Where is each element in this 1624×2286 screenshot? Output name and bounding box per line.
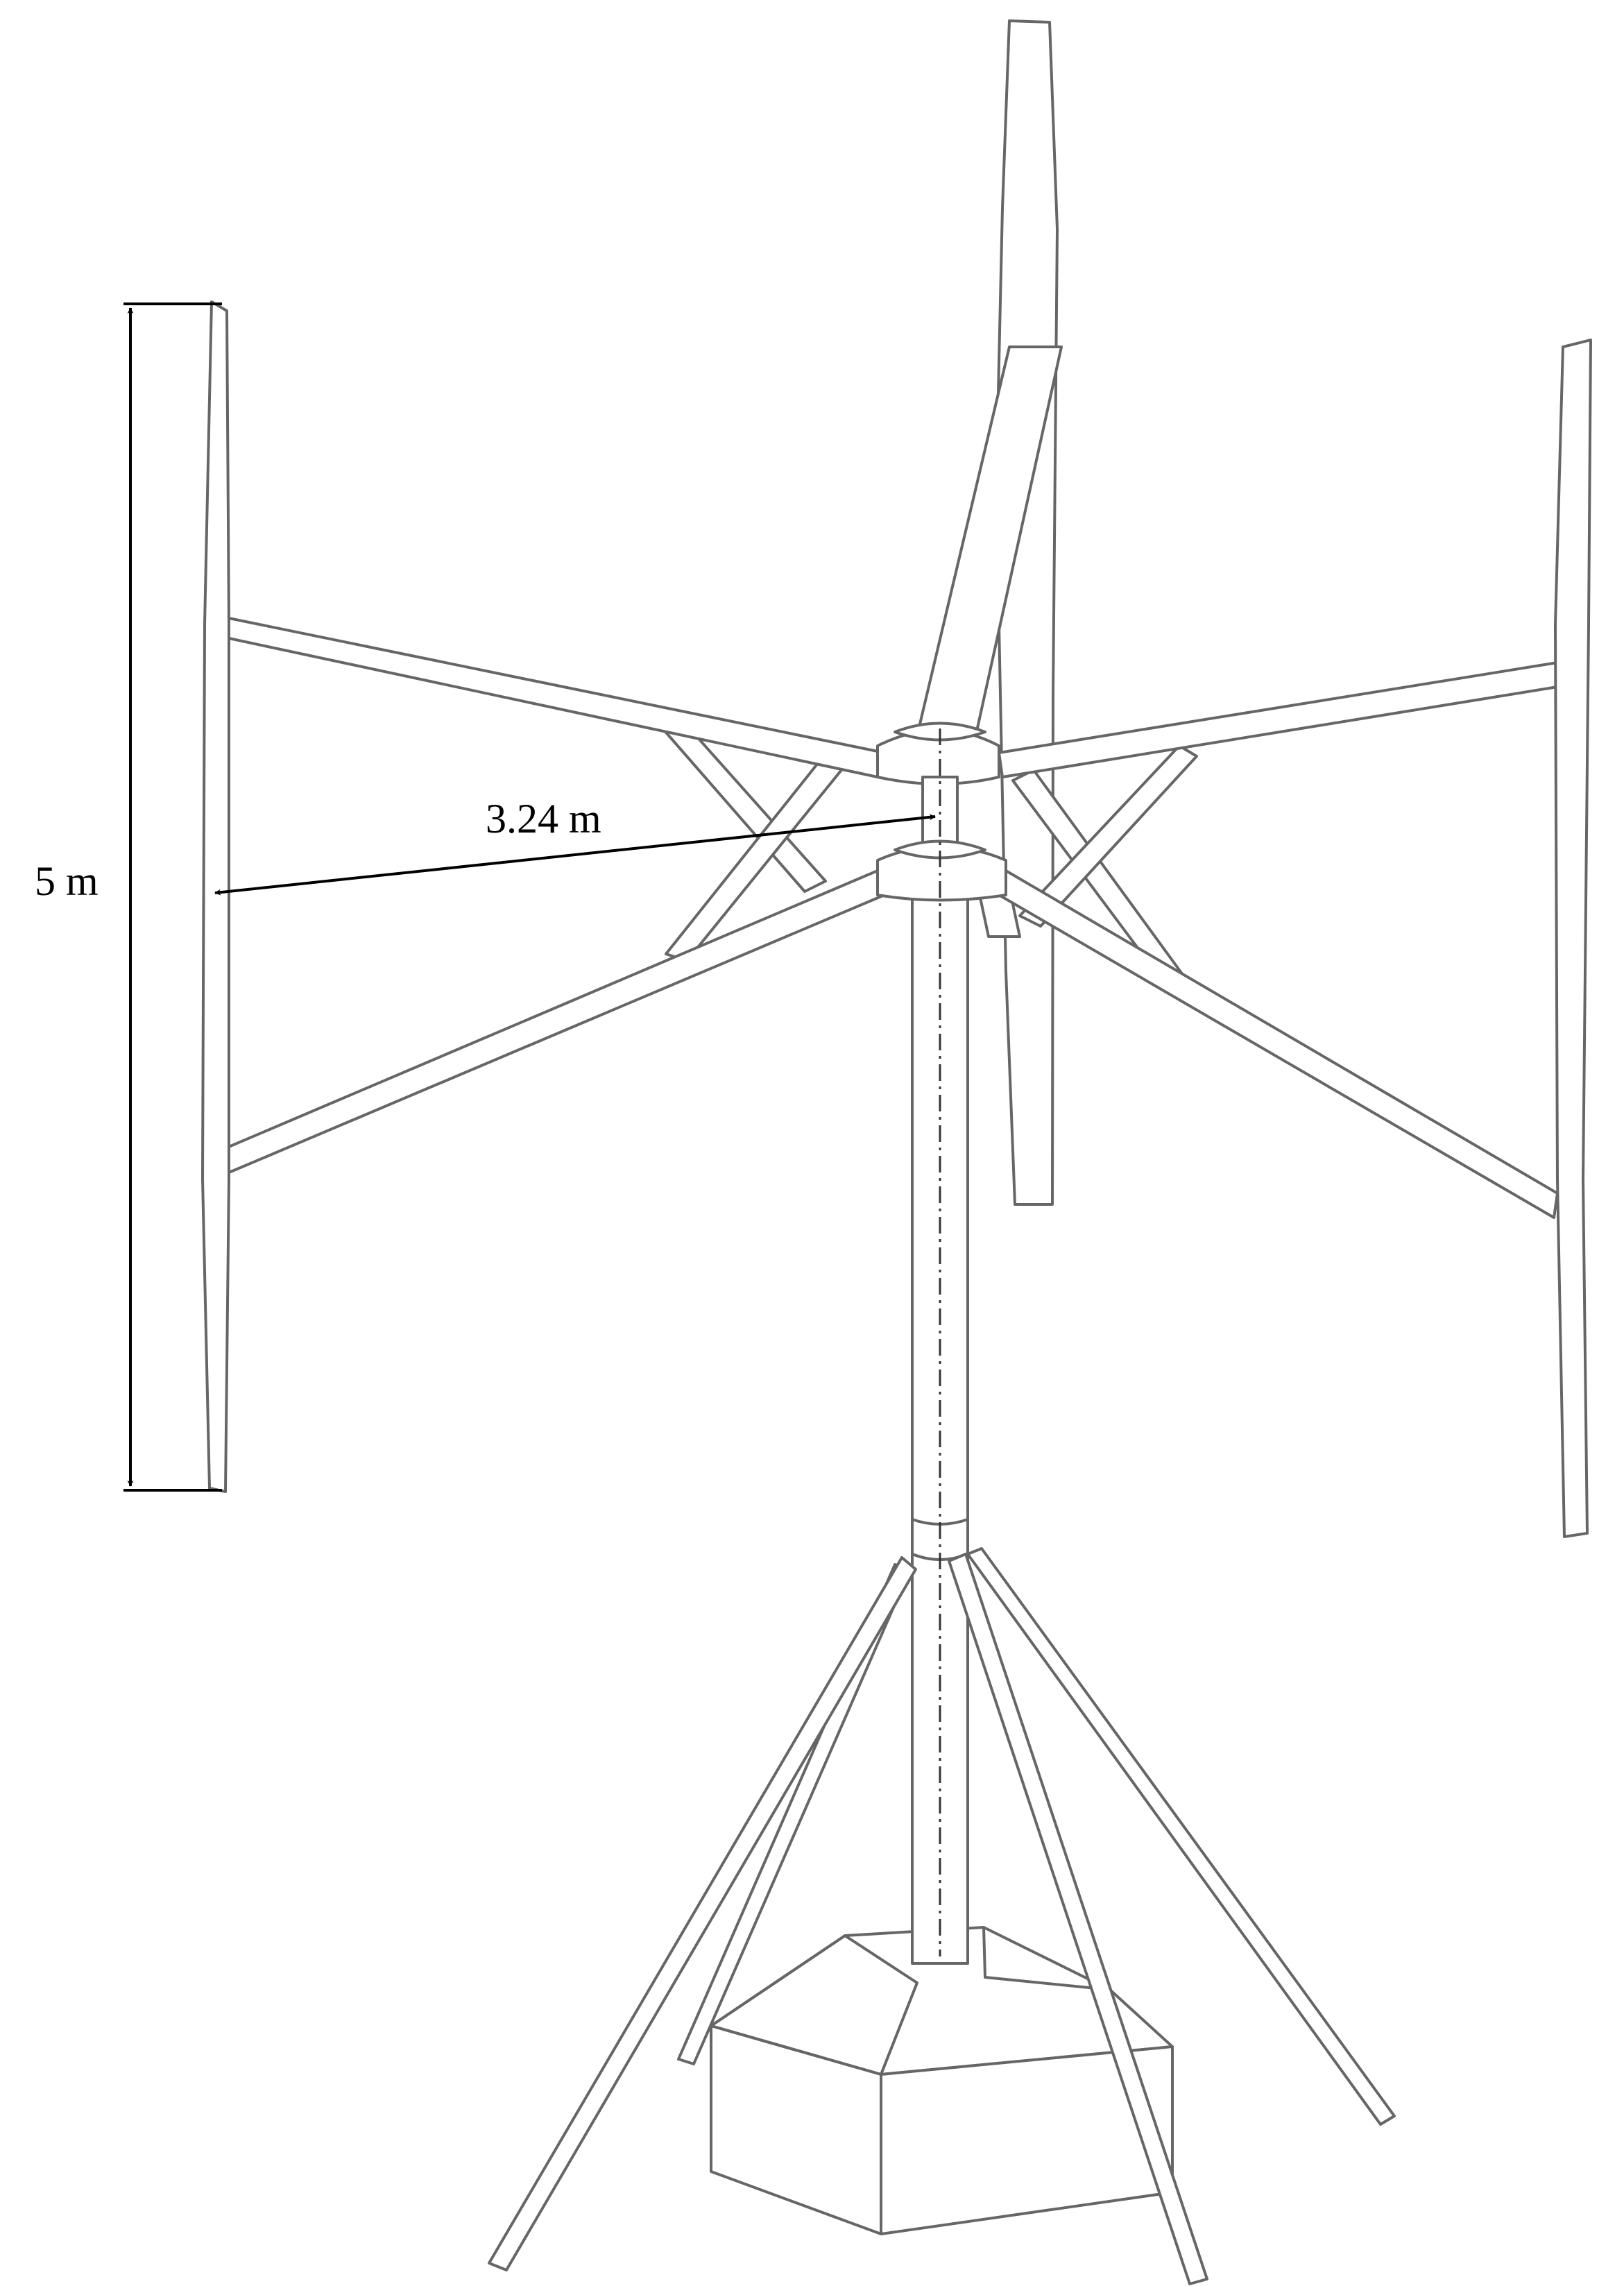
- stay-leg-front-left: [488, 1556, 917, 2271]
- base-slope-left: [710, 1934, 918, 2076]
- radius-dimension-arrow: [214, 814, 936, 896]
- mast-joint: [911, 1518, 969, 1561]
- arm-right-upper: [998, 661, 1559, 778]
- stay-leg-back-right: [966, 1547, 1396, 2126]
- radius-label: 3.24 m: [486, 796, 601, 842]
- stay-leg-front-right: [948, 1553, 1208, 2285]
- arm-right-lower: [998, 869, 1559, 1219]
- blade-left: [201, 300, 230, 1493]
- blade-back: [995, 19, 1059, 1206]
- arm-left-upper: [224, 616, 886, 778]
- brace-right-lower: [1018, 744, 1198, 928]
- arm-left-lower: [224, 869, 886, 1174]
- height-label: 5 m: [35, 858, 99, 904]
- blade-right: [1554, 339, 1592, 1538]
- base-slope-right: [982, 1926, 1111, 1991]
